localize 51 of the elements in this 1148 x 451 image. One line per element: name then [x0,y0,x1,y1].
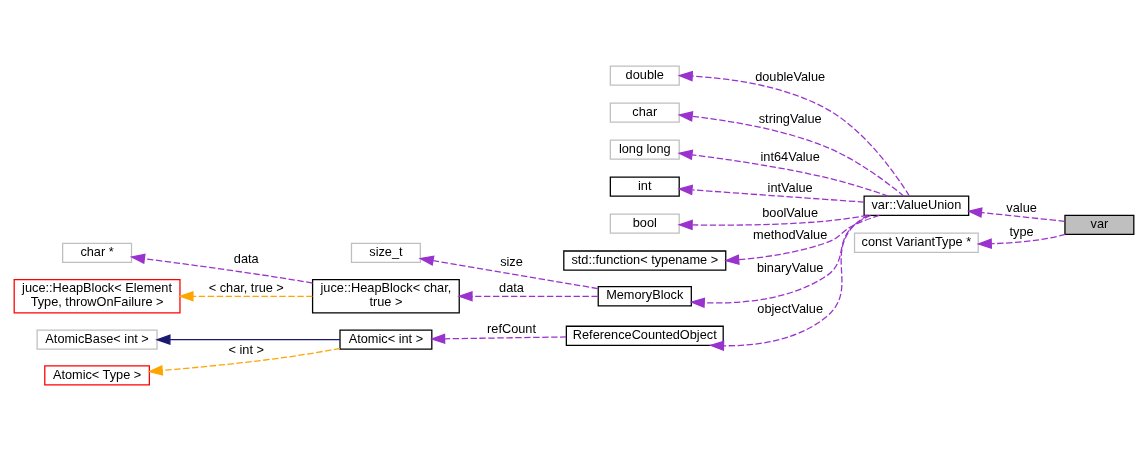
edge-label: boolValue [762,205,819,221]
arrow [677,70,910,197]
node-box: Atomic< Type > [44,365,150,386]
arrow [708,214,869,352]
node-box: char * [62,242,133,264]
arrow [147,347,341,376]
node-box: MemoryBlock [597,286,692,307]
arrow [129,253,314,284]
node-box: bool [609,213,680,234]
node-box: AtomicBase< int > [36,329,158,350]
node-box: std::function< typename > [563,250,727,271]
edge-label: binaryValue [756,260,824,276]
node-box: double [609,65,680,86]
arrow [723,214,880,265]
arrow [178,290,314,302]
edge-label: < char, true > [208,280,284,296]
arrow [677,214,869,231]
node-box: juce::HeapBlock< char, true > [311,279,460,314]
edge-label: < int > [228,341,264,357]
node-box: const VariantType * [853,232,979,253]
edge-label: type [1009,224,1034,240]
arrow [155,334,341,345]
node-box: long long [609,139,680,160]
node-box: ReferenceCountedObject [565,325,724,346]
arrow [677,149,889,197]
edge-label: objectValue [757,300,823,316]
edge-label: stringValue [758,110,822,126]
arrow [976,233,1066,250]
edge-label: data [233,251,259,267]
edge-label: methodValue [753,226,828,242]
edge-label: int64Value [760,149,820,165]
arrow [689,214,872,309]
arrow [457,290,599,302]
arrow [966,207,1066,222]
node-box: size_t [350,242,421,264]
edge-label: refCount [487,321,536,337]
node-box: juce::HeapBlock< Element Type, throwOnFailure > [13,279,181,314]
arrow [429,333,567,345]
node-box: var::ValueUnion [863,195,970,216]
edge-label: size [500,253,523,269]
arrow [677,111,905,197]
edge-label: data [499,280,524,296]
node-box: char [609,102,680,123]
arrow [677,184,865,203]
node-box: var [1064,214,1135,236]
arrow [418,255,599,290]
edge-label: value [1006,200,1037,216]
node-box: int [609,176,680,197]
edge-label: intValue [767,179,813,195]
edge-label: doubleValue [755,68,826,84]
node-box: Atomic< int > [339,329,433,350]
